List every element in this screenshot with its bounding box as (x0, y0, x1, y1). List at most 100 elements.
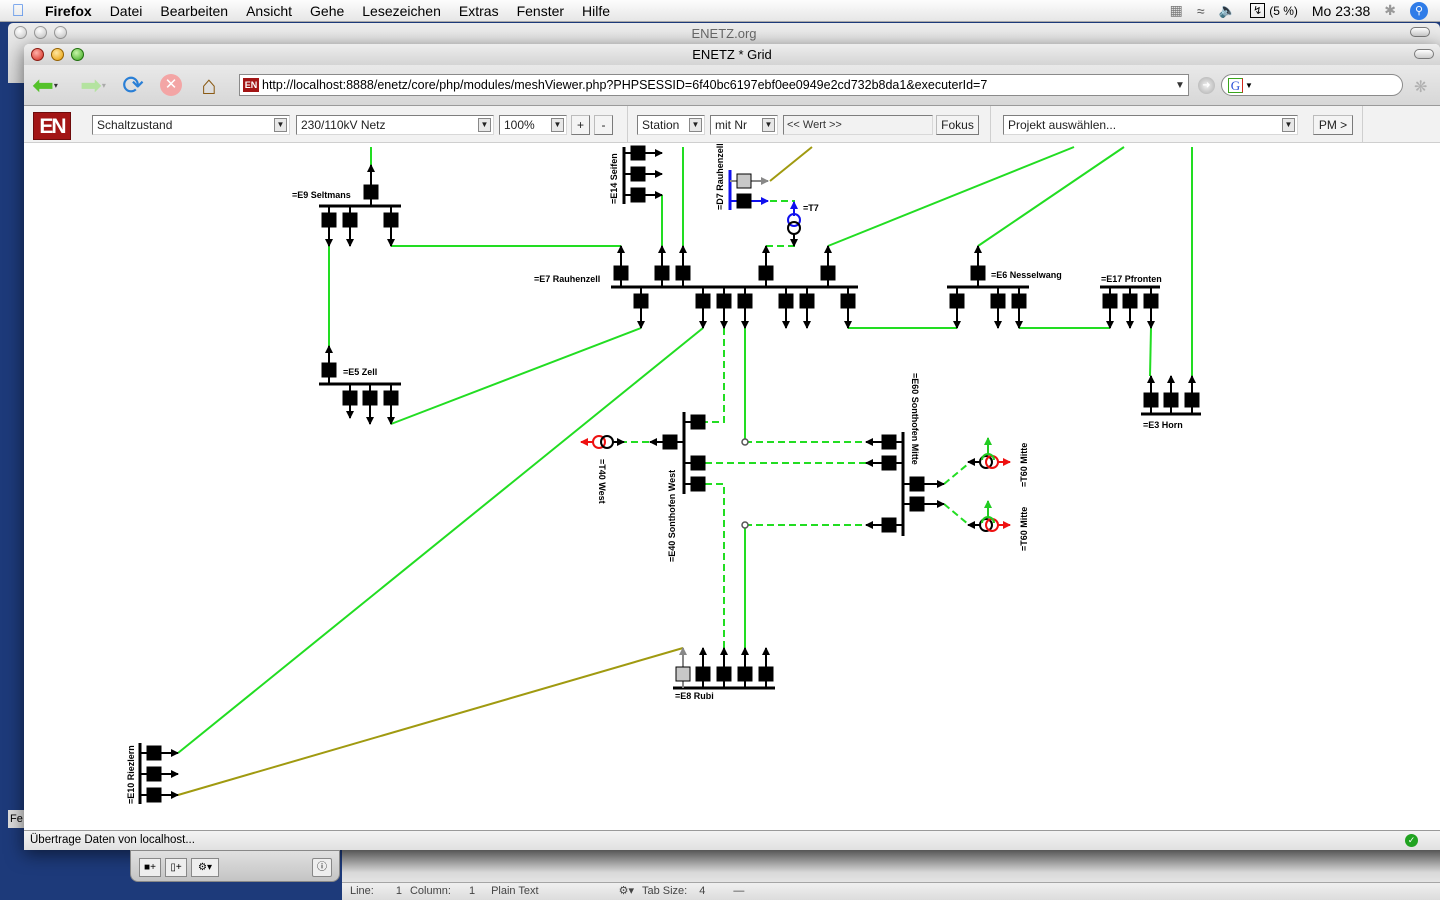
forward-button[interactable]: ➡▾ (80, 69, 106, 100)
search-engine-dropdown-icon[interactable]: ▼ (1245, 80, 1253, 90)
zoom-out-button[interactable]: - (594, 115, 613, 135)
url-history-dropdown-icon[interactable]: ▼ (1175, 79, 1185, 91)
breaker[interactable] (630, 166, 646, 182)
minimize-icon[interactable] (51, 48, 64, 61)
battery-icon[interactable]: ↯ (1250, 3, 1266, 18)
breaker[interactable] (820, 265, 836, 281)
security-ok-icon[interactable]: ✓ (1405, 834, 1418, 847)
menu-extras[interactable]: Extras (458, 2, 499, 19)
line-e6-up[interactable] (977, 146, 1125, 247)
breaker[interactable] (1143, 392, 1159, 408)
line-e17-e3[interactable] (1149, 327, 1152, 377)
value-input[interactable]: << Wert >> (783, 115, 933, 135)
pm-button[interactable]: PM > (1313, 115, 1353, 135)
menu-lesezeichen[interactable]: Lesezeichen (362, 2, 441, 19)
close-icon[interactable] (31, 48, 44, 61)
breaker[interactable] (990, 293, 1006, 309)
breaker[interactable] (736, 193, 752, 209)
breaker[interactable] (970, 265, 986, 281)
breaker[interactable] (1163, 392, 1179, 408)
breaker[interactable] (695, 293, 711, 309)
breaker[interactable] (949, 293, 965, 309)
transformer-winding[interactable] (600, 435, 614, 449)
station-label-e17[interactable]: =E17 Pfronten (1101, 274, 1162, 284)
breaker[interactable] (383, 390, 399, 406)
junction-node[interactable] (741, 438, 749, 446)
wifi-icon[interactable]: ≈ (1196, 2, 1205, 19)
line-e7-e10[interactable] (177, 327, 704, 754)
line-e7-ne[interactable] (827, 146, 1075, 247)
breaker[interactable] (799, 293, 815, 309)
bluetooth-icon[interactable]: ✱ (1384, 2, 1396, 18)
station-label-e3[interactable]: =E3 Horn (1143, 420, 1183, 430)
breaker[interactable] (383, 212, 399, 228)
breaker[interactable] (675, 666, 691, 682)
line-e40-e8[interactable] (705, 483, 725, 648)
url-text[interactable]: http://localhost:8888/enetz/core/php/mod… (262, 78, 988, 92)
tab-size-value[interactable]: 4 (699, 885, 706, 897)
breaker[interactable] (321, 362, 337, 378)
breaker[interactable] (146, 766, 162, 782)
station-label-t7[interactable]: =T7 (803, 203, 819, 213)
minimize-icon[interactable] (34, 26, 47, 39)
line-t7-e7[interactable] (766, 236, 795, 247)
breaker[interactable] (881, 434, 897, 450)
breaker[interactable] (342, 212, 358, 228)
transformer-winding[interactable] (787, 213, 801, 227)
url-bar[interactable]: EN http://localhost:8888/enetz/core/php/… (239, 74, 1189, 96)
google-icon[interactable]: G (1228, 77, 1243, 93)
station-label-e5[interactable]: =E5 Zell (343, 367, 377, 377)
info-button[interactable]: ⓘ (312, 858, 332, 877)
breaker[interactable] (737, 293, 753, 309)
breaker[interactable] (362, 390, 378, 406)
project-select[interactable]: Projekt auswählen...▼ (1003, 115, 1298, 135)
search-bar[interactable]: G ▼ (1221, 74, 1403, 96)
line-e7-e40[interactable] (705, 328, 725, 423)
breaker[interactable] (146, 787, 162, 803)
zoom-icon[interactable] (71, 48, 84, 61)
syntax-select[interactable]: Plain Text (491, 885, 539, 897)
menu-hilfe[interactable]: Hilfe (582, 2, 611, 19)
breaker[interactable] (1122, 293, 1138, 309)
breaker[interactable] (146, 745, 162, 761)
volume-icon[interactable]: 🔈 (1218, 2, 1236, 18)
zoom-select[interactable]: 100%▼ (499, 115, 567, 135)
station-label-e9[interactable]: =E9 Seltmans (292, 190, 351, 200)
station-label-e14[interactable]: =E14 Seifen (609, 153, 619, 204)
network-select[interactable]: 230/110kV Netz▼ (296, 115, 494, 135)
breaker[interactable] (840, 293, 856, 309)
station-label-e7[interactable]: =E7 Rauhenzell (534, 274, 600, 284)
menu-fenster[interactable]: Fenster (516, 2, 565, 19)
breaker[interactable] (758, 666, 774, 682)
breaker[interactable] (881, 455, 897, 471)
station-label-e10[interactable]: =E10 Riezlern (126, 745, 136, 804)
binoculars-icon[interactable]: ▦ (1169, 2, 1183, 18)
menu-ansicht[interactable]: Ansicht (246, 2, 293, 19)
grid-diagram[interactable]: =E9 Seltmans =E14 Seifen =D7 Rauhenzell … (24, 144, 1440, 830)
breaker[interactable] (675, 265, 691, 281)
menu-bearbeiten[interactable]: Bearbeiten (160, 2, 229, 19)
home-button[interactable]: ⌂ (192, 70, 226, 100)
spotlight-icon[interactable]: ⚲ (1410, 1, 1428, 20)
breaker[interactable] (654, 265, 670, 281)
new-folder-button[interactable]: ▯+ (165, 858, 187, 877)
focus-button[interactable]: Fokus (936, 115, 979, 135)
menu-datei[interactable]: Datei (109, 2, 143, 19)
station-label-e8[interactable]: =E8 Rubi (675, 691, 714, 701)
search-by-select[interactable]: mit Nr▼ (710, 115, 778, 135)
stop-button[interactable]: ✕ (154, 70, 188, 100)
apple-menu-icon[interactable]:  (0, 1, 36, 21)
breaker[interactable] (633, 293, 649, 309)
breaker[interactable] (662, 434, 678, 450)
breaker[interactable] (1184, 392, 1200, 408)
gear-icon[interactable]: ⚙▾ (618, 885, 634, 897)
close-icon[interactable] (14, 26, 27, 39)
junction-node[interactable] (741, 521, 749, 529)
station-label-e6[interactable]: =E6 Nesselwang (991, 270, 1062, 280)
menu-app[interactable]: Firefox (45, 2, 92, 19)
breaker[interactable] (630, 145, 646, 161)
line-e10-e8[interactable] (177, 647, 684, 796)
breaker[interactable] (321, 212, 337, 228)
search-type-select[interactable]: Station▼ (637, 115, 705, 135)
symbol-select[interactable]: — (733, 885, 745, 897)
